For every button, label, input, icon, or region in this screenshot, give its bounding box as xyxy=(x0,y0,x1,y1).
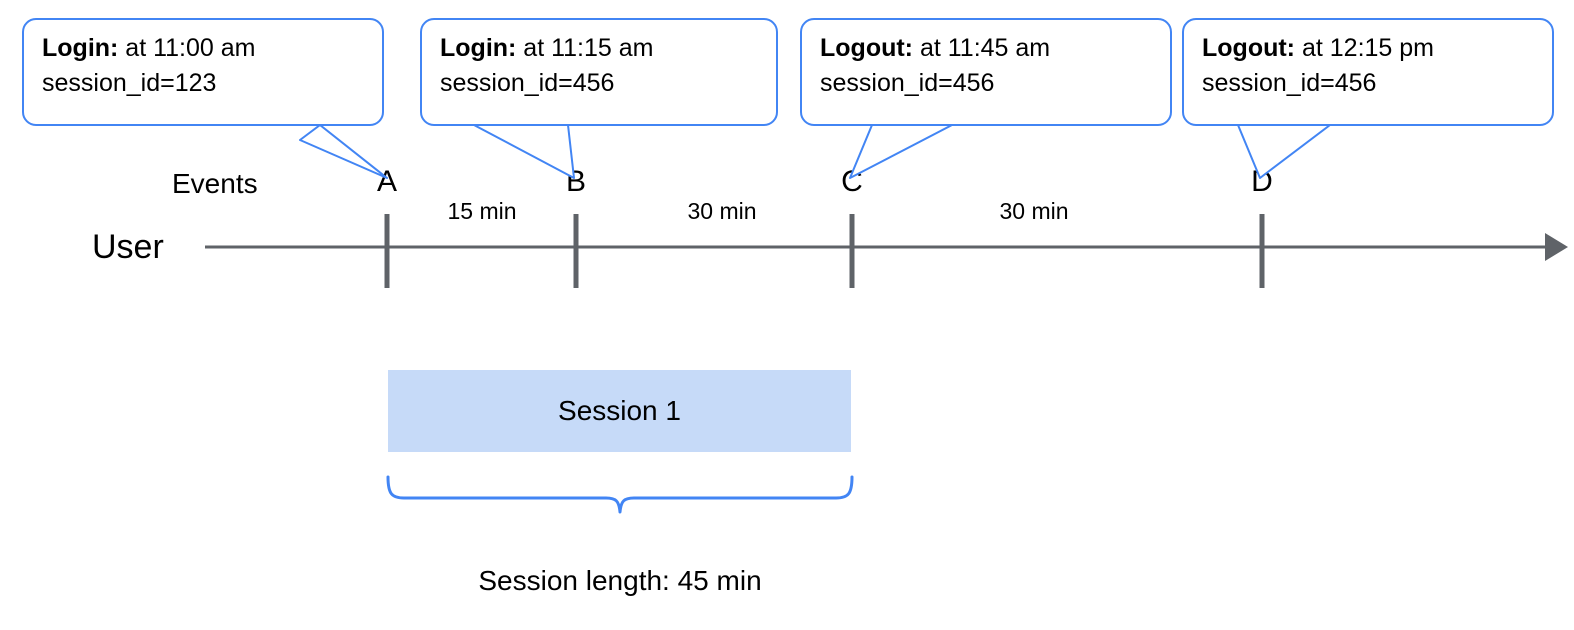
timeline-axis-arrow-icon xyxy=(1545,233,1568,261)
axis-row-label-user: User xyxy=(92,228,164,266)
marker-label-a: A xyxy=(376,165,398,198)
interval-label-ab: 15 min xyxy=(447,198,517,224)
callout-a-session-id: session_id=123 xyxy=(42,68,217,97)
callout-b-session-id: session_id=456 xyxy=(440,68,615,97)
callout-b: Login: at 11:15 am session_id=456 xyxy=(420,18,778,126)
callout-a-event-label: Login: xyxy=(42,34,119,62)
callout-b-tail-icon xyxy=(473,124,575,179)
marker-label-d: D xyxy=(1251,165,1273,198)
callout-d: Logout: at 12:15 pm session_id=456 xyxy=(1182,18,1554,126)
callout-a-event-time: at 11:00 am xyxy=(118,34,256,62)
callout-c-event-label: Logout: xyxy=(820,34,914,62)
callout-b-event-label: Login: xyxy=(440,34,517,62)
session-length-caption: Session length: 45 min xyxy=(478,565,762,596)
callout-a-tail-icon xyxy=(299,124,388,179)
callout-b-event-time: at 11:15 am xyxy=(516,34,654,62)
callout-d-event-time: at 12:15 pm xyxy=(1295,34,1434,62)
session-span-brace-icon xyxy=(386,475,854,514)
interval-label-cd: 30 min xyxy=(999,198,1069,224)
callout-d-event-label: Logout: xyxy=(1202,34,1296,62)
callout-c: Logout: at 11:45 am session_id=456 xyxy=(800,18,1172,126)
interval-label-bc: 30 min xyxy=(687,198,757,224)
marker-label-b: B xyxy=(565,165,587,198)
callout-c-tail-icon xyxy=(849,124,953,179)
callout-d-session-id: session_id=456 xyxy=(1202,68,1377,97)
callout-c-event-time: at 11:45 am xyxy=(913,34,1051,62)
callout-c-session-id: session_id=456 xyxy=(820,68,995,97)
session-bar-session-1: Session 1 xyxy=(388,370,851,452)
session-bar-label: Session 1 xyxy=(558,395,681,426)
callout-a: Login: at 11:00 am session_id=123 xyxy=(22,18,384,126)
events-row-label: Events xyxy=(172,168,258,199)
marker-label-c: C xyxy=(841,165,863,198)
